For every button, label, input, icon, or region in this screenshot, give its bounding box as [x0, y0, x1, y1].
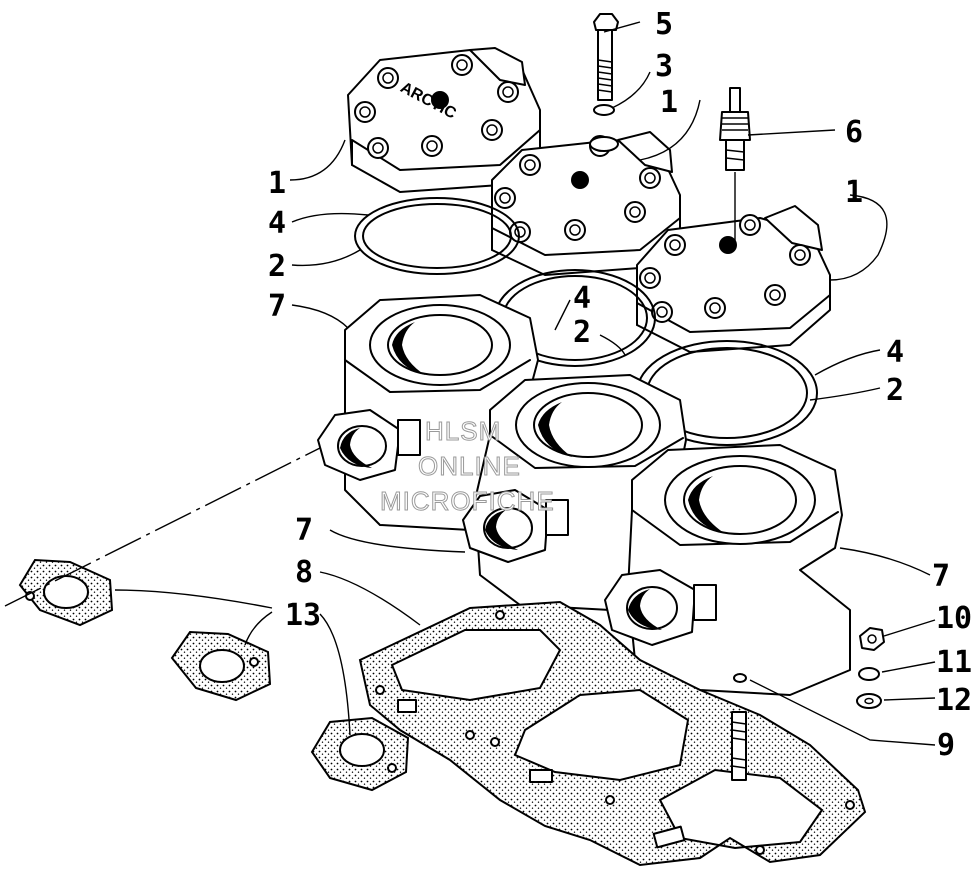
- callout-labels: 5 3 1 6 1 1 4 2 7 4 2 4 2 7 8 7 13 10 11…: [268, 7, 972, 763]
- cylinder-right[interactable]: [604, 444, 851, 696]
- callout-7: 7: [932, 559, 950, 594]
- callout-7: 7: [268, 289, 286, 324]
- callout-2: 2: [268, 249, 286, 284]
- callout-5: 5: [655, 7, 673, 42]
- head-bolt[interactable]: [593, 13, 619, 101]
- washer-seat: [589, 136, 619, 152]
- svg-text:ONLINE: ONLINE: [418, 451, 521, 481]
- cylinder-head-left[interactable]: ARCTIC: [347, 47, 541, 193]
- o-ring-left[interactable]: [354, 197, 520, 275]
- cylinder-head-middle[interactable]: [491, 131, 681, 276]
- callout-1: 1: [660, 85, 678, 120]
- exhaust-gasket-2[interactable]: [170, 630, 272, 702]
- svg-text:HLSM: HLSM: [425, 416, 501, 446]
- cylinder-head-right[interactable]: [636, 205, 831, 353]
- callout-2: 2: [886, 373, 904, 408]
- base-gasket[interactable]: [358, 600, 867, 867]
- stud-nut[interactable]: [859, 627, 885, 651]
- leader-lines: [4, 21, 936, 746]
- washer[interactable]: [593, 104, 615, 116]
- callout-6: 6: [845, 115, 863, 150]
- callout-2: 2: [573, 315, 591, 350]
- callout-4: 4: [268, 206, 286, 241]
- exhaust-gasket-1[interactable]: [18, 558, 114, 627]
- cylinder-middle[interactable]: [462, 374, 687, 611]
- callout-8: 8: [295, 555, 313, 590]
- exhaust-gasket-3[interactable]: [310, 716, 410, 792]
- callout-1: 1: [268, 166, 286, 201]
- callout-4: 4: [886, 335, 904, 370]
- cylinder-stud[interactable]: [731, 711, 747, 781]
- lock-washer[interactable]: [858, 667, 880, 681]
- callout-7: 7: [295, 513, 313, 548]
- svg-text:MICROFICHE: MICROFICHE: [380, 486, 555, 516]
- watermark: HLSM ONLINE MICROFICHE: [380, 416, 555, 517]
- callout-1: 1: [845, 175, 863, 210]
- callout-9: 9: [937, 728, 955, 763]
- spark-plug[interactable]: [719, 87, 751, 171]
- callout-13: 13: [285, 598, 321, 633]
- callout-11: 11: [936, 645, 972, 680]
- callout-4: 4: [573, 281, 591, 316]
- callout-12: 12: [936, 683, 972, 718]
- callout-3: 3: [655, 49, 673, 84]
- callout-10: 10: [936, 601, 972, 636]
- flat-washer[interactable]: [856, 693, 882, 709]
